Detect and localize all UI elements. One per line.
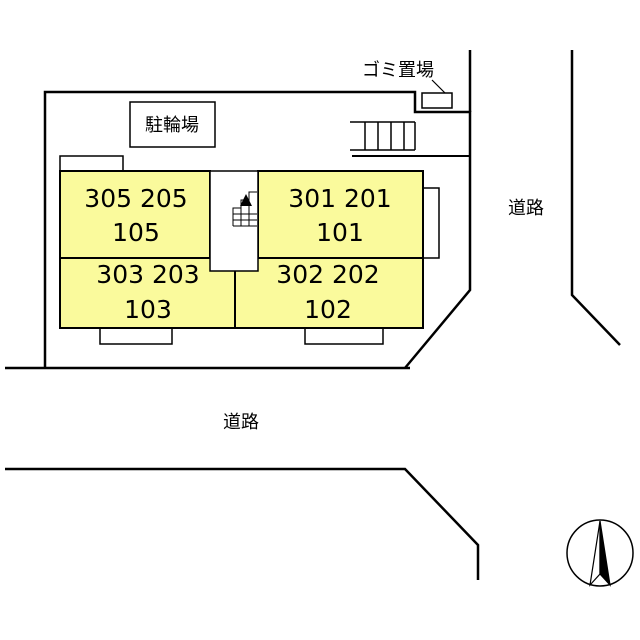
unit-block-bottom-right xyxy=(234,257,424,329)
road-east-label: 道路 xyxy=(508,198,544,219)
garbage-box xyxy=(421,92,453,109)
balcony-right-side xyxy=(422,187,440,259)
unit-label-101: 101 xyxy=(316,218,364,247)
property-boundary xyxy=(43,90,472,369)
unit-block-top-left xyxy=(59,170,211,259)
road-edge-east xyxy=(570,50,621,346)
unit-block-bottom-left xyxy=(59,257,236,329)
north-arrow-icon xyxy=(566,519,634,587)
unit-label-302-202: 302 202 xyxy=(276,260,379,289)
unit-label-103: 103 xyxy=(124,295,172,324)
garbage-label: ゴミ置場 xyxy=(362,60,434,81)
unit-block-top-right xyxy=(257,170,424,259)
balcony-bottom-left xyxy=(99,327,173,345)
road-south-label: 道路 xyxy=(223,412,259,433)
unit-label-102: 102 xyxy=(304,295,352,324)
balcony-top-left xyxy=(59,155,124,173)
stair-direction-arrow-icon xyxy=(240,194,252,206)
unit-label-303-203: 303 203 xyxy=(96,260,199,289)
unit-label-105: 105 xyxy=(112,218,160,247)
balcony-bottom-right xyxy=(304,327,384,345)
road-edge-south xyxy=(5,467,480,580)
stairs-icon xyxy=(350,121,416,151)
bike-parking-label: 駐輪場 xyxy=(145,115,199,136)
unit-label-301-201: 301 201 xyxy=(288,184,391,213)
bike-parking-box xyxy=(129,101,216,148)
unit-label-305-205: 305 205 xyxy=(84,184,187,213)
stair-core xyxy=(209,170,259,272)
